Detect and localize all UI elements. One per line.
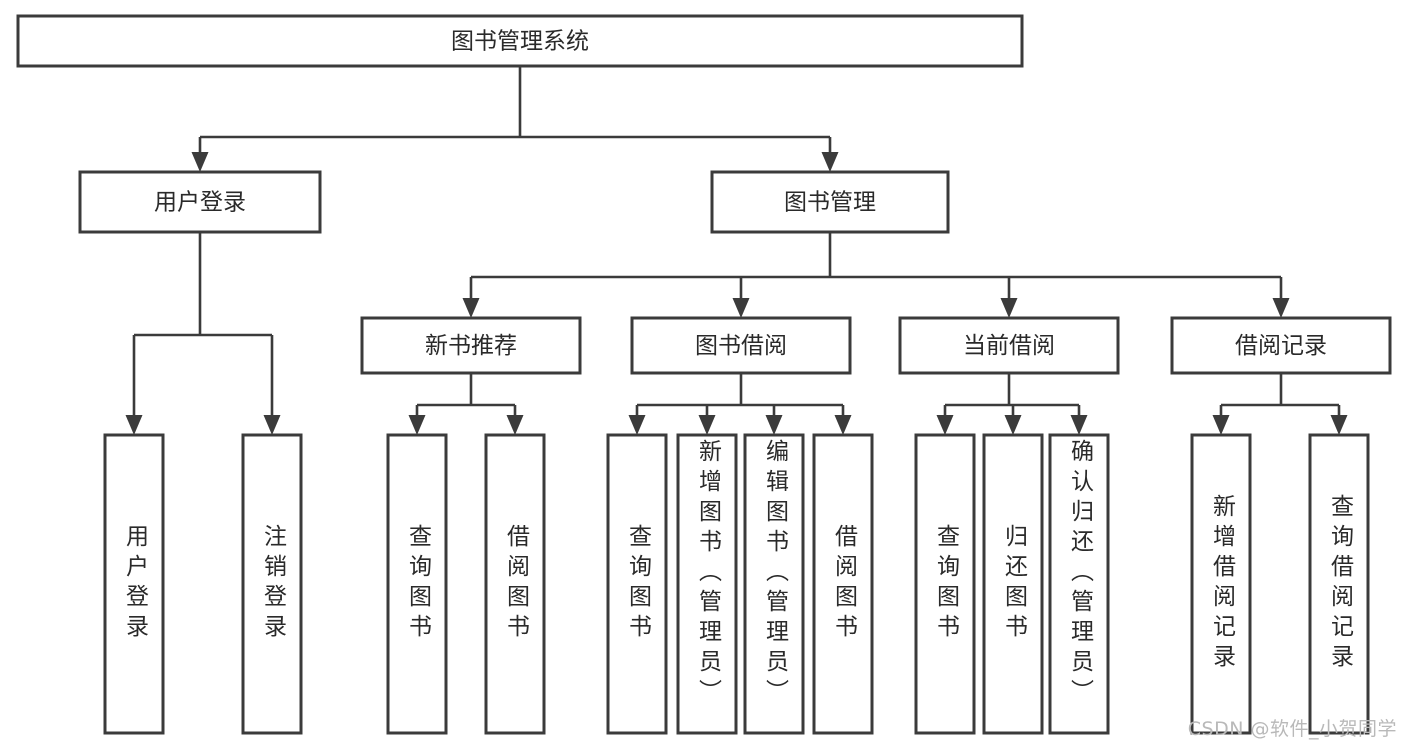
node-box-book-manage[interactable]	[710, 170, 950, 234]
leaf-label-wrap: 查询借阅记录	[1310, 435, 1368, 733]
node-label-leaf-borrow-book-2: 借阅图书	[830, 524, 857, 644]
leaf-label-wrap: 确认归还（管理员）	[1050, 435, 1108, 733]
arrow-head-icon	[462, 298, 480, 318]
node-box-leaf-user-login[interactable]	[103, 433, 165, 735]
node-label-leaf-return-book: 归还图书	[1000, 524, 1027, 644]
node-box-leaf-query-record[interactable]	[1308, 433, 1370, 735]
node-box-leaf-confirm-return[interactable]	[1048, 433, 1110, 735]
arrow-head-icon	[821, 152, 839, 172]
node-box-leaf-query-book-3[interactable]	[914, 433, 976, 735]
node-label-book-manage: 图书管理	[784, 190, 876, 216]
arrow-head-icon	[732, 298, 750, 318]
node-label-leaf-user-logout: 注销登录	[259, 524, 286, 644]
leaf-label-wrap: 查询图书	[388, 435, 446, 733]
connector-layer	[125, 66, 1348, 435]
node-box-leaf-query-book-1[interactable]	[386, 433, 448, 735]
node-box-current-borrow[interactable]	[898, 316, 1120, 375]
arrow-head-icon	[125, 415, 143, 435]
arrow-head-icon	[834, 415, 852, 435]
arrow-head-icon	[1070, 415, 1088, 435]
node-label-leaf-edit-book: 编辑图书（管理员）	[761, 439, 788, 709]
node-box-new-book-recommend[interactable]	[360, 316, 582, 375]
leaf-label-wrap: 查询图书	[608, 435, 666, 733]
node-box-leaf-add-book[interactable]	[676, 433, 738, 735]
node-label-leaf-query-book-3: 查询图书	[932, 524, 959, 644]
leaf-label-wrap: 编辑图书（管理员）	[745, 435, 803, 733]
node-label-root: 图书管理系统	[451, 29, 589, 55]
node-box-root[interactable]	[16, 14, 1024, 68]
arrow-head-icon	[698, 415, 716, 435]
arrow-head-icon	[1000, 298, 1018, 318]
node-label-leaf-query-record: 查询借阅记录	[1326, 494, 1353, 674]
arrow-head-icon	[1004, 415, 1022, 435]
leaf-label-wrap: 注销登录	[243, 435, 301, 733]
node-box-book-borrow[interactable]	[630, 316, 852, 375]
node-box-leaf-user-logout[interactable]	[241, 433, 303, 735]
node-label-leaf-add-book: 新增图书（管理员）	[694, 439, 721, 709]
node-box-borrow-record[interactable]	[1170, 316, 1392, 375]
arrow-head-icon	[628, 415, 646, 435]
node-label-leaf-add-record: 新增借阅记录	[1208, 494, 1235, 674]
node-box-leaf-borrow-book-1[interactable]	[484, 433, 546, 735]
leaf-label-wrap: 用户登录	[105, 435, 163, 733]
node-box-leaf-query-book-2[interactable]	[606, 433, 668, 735]
arrow-head-icon	[1212, 415, 1230, 435]
node-box-user-login[interactable]	[78, 170, 322, 234]
arrow-head-icon	[1330, 415, 1348, 435]
node-label-leaf-confirm-return: 确认归还（管理员）	[1066, 439, 1093, 709]
node-box-leaf-borrow-book-2[interactable]	[812, 433, 874, 735]
node-label-leaf-borrow-book-1: 借阅图书	[502, 524, 529, 644]
node-box-leaf-add-record[interactable]	[1190, 433, 1252, 735]
node-label-book-borrow: 图书借阅	[695, 333, 787, 359]
arrow-head-icon	[936, 415, 954, 435]
arrow-head-icon	[263, 415, 281, 435]
node-label-borrow-record: 借阅记录	[1235, 333, 1327, 359]
arrow-head-icon	[506, 415, 524, 435]
leaf-label-wrap: 归还图书	[984, 435, 1042, 733]
node-label-new-book-recommend: 新书推荐	[425, 333, 517, 359]
node-label-leaf-query-book-1: 查询图书	[404, 524, 431, 644]
arrow-head-icon	[1272, 298, 1290, 318]
leaf-label-wrap: 查询图书	[916, 435, 974, 733]
node-label-leaf-query-book-2: 查询图书	[624, 524, 651, 644]
node-label-leaf-user-login: 用户登录	[121, 524, 148, 644]
node-label-user-login: 用户登录	[154, 190, 246, 216]
arrow-head-icon	[191, 152, 209, 172]
arrow-head-icon	[765, 415, 783, 435]
node-box-leaf-edit-book[interactable]	[743, 433, 805, 735]
leaf-label-wrap: 新增借阅记录	[1192, 435, 1250, 733]
arrow-head-icon	[408, 415, 426, 435]
leaf-label-wrap: 新增图书（管理员）	[678, 435, 736, 733]
node-box-leaf-return-book[interactable]	[982, 433, 1044, 735]
node-label-current-borrow: 当前借阅	[963, 333, 1055, 359]
leaf-label-wrap: 借阅图书	[486, 435, 544, 733]
leaf-label-wrap: 借阅图书	[814, 435, 872, 733]
